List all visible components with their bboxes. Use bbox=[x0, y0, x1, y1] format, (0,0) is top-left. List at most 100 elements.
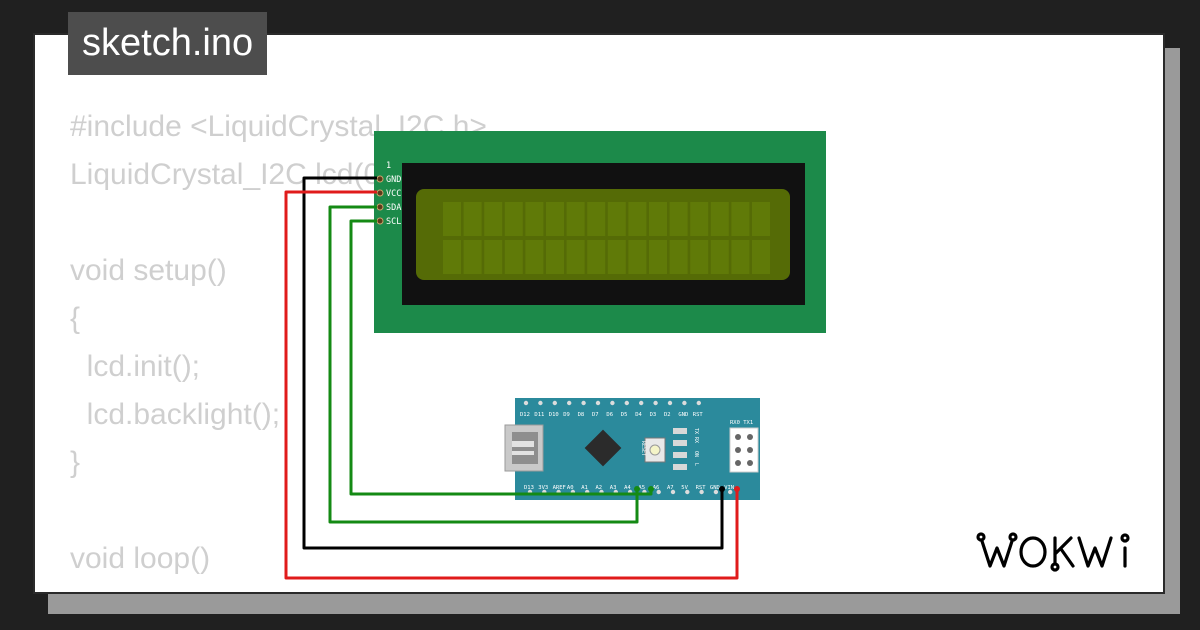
nano-pin[interactable] bbox=[595, 400, 601, 406]
nano-pin-label: A4 bbox=[624, 485, 631, 491]
lcd-cell bbox=[649, 240, 667, 274]
lcd-cell bbox=[669, 240, 688, 274]
nano-pin[interactable] bbox=[639, 400, 644, 406]
nano-pin-label: A1 bbox=[581, 485, 588, 491]
vcc-wire-end bbox=[734, 486, 740, 492]
nano-pin-label: D7 bbox=[592, 412, 599, 418]
nano-pin-label: RST bbox=[696, 485, 707, 491]
lcd-pin[interactable] bbox=[376, 203, 384, 211]
nano-pin[interactable] bbox=[670, 489, 676, 495]
code-line: void setup() bbox=[70, 254, 227, 287]
lcd-cell bbox=[463, 202, 482, 236]
nano-pin[interactable] bbox=[728, 489, 733, 495]
nano-pin[interactable] bbox=[696, 400, 701, 406]
lcd-cell bbox=[566, 240, 585, 274]
nano-pin[interactable] bbox=[682, 400, 687, 406]
nano-pin[interactable] bbox=[610, 400, 615, 406]
lcd-cell bbox=[628, 202, 647, 236]
lcd-cell bbox=[731, 240, 750, 274]
scl-wire[interactable] bbox=[349, 219, 653, 496]
nano-pin-label: A3 bbox=[610, 485, 617, 491]
lcd-cell bbox=[587, 202, 606, 236]
code-line: { bbox=[70, 583, 514, 592]
gnd-wire[interactable] bbox=[302, 176, 724, 550]
lcd-cell bbox=[463, 240, 482, 274]
nano-pin-label: D3 bbox=[650, 412, 657, 418]
icsp-header bbox=[729, 427, 759, 473]
lcd-cell bbox=[504, 240, 523, 274]
reset-button[interactable] bbox=[644, 437, 666, 463]
code-line: void loop() bbox=[70, 542, 211, 575]
usb-connector bbox=[504, 424, 544, 472]
lcd-cell bbox=[525, 202, 544, 236]
lcd-cell bbox=[752, 240, 770, 274]
lcd-cell bbox=[607, 202, 626, 236]
nano-pin[interactable] bbox=[713, 489, 719, 495]
lcd-pin-label: GND bbox=[386, 175, 401, 185]
scl-wire-end bbox=[648, 486, 654, 492]
lcd-cell bbox=[484, 202, 503, 236]
code-line: } bbox=[70, 446, 81, 479]
nano-pin-label: 3V3 bbox=[538, 485, 548, 491]
file-tab[interactable]: sketch.ino bbox=[68, 12, 268, 75]
status-leds bbox=[673, 428, 687, 470]
nano-pin-label: A7 bbox=[667, 485, 674, 491]
lcd-cell bbox=[752, 202, 770, 236]
lcd-cell bbox=[443, 240, 461, 274]
lcd-pin-label: SDA bbox=[386, 203, 401, 213]
nano-pin[interactable] bbox=[567, 400, 572, 406]
code-line: lcd.init(); bbox=[70, 350, 201, 383]
nano-pin-label: D4 bbox=[635, 412, 642, 418]
lcd-cell bbox=[710, 240, 729, 274]
gnd-wire-end bbox=[719, 486, 725, 492]
vcc-wire[interactable] bbox=[284, 190, 739, 580]
nano-pin[interactable] bbox=[685, 489, 690, 495]
sda-wire[interactable] bbox=[328, 205, 639, 524]
nano-pin[interactable] bbox=[523, 400, 529, 406]
wokwi-logo bbox=[976, 532, 1130, 572]
code-line: lcd.backlight(); bbox=[70, 398, 281, 431]
nano-pin-label: GND bbox=[710, 485, 720, 491]
nano-pin[interactable] bbox=[699, 489, 704, 495]
nano-pin-label: A2 bbox=[596, 485, 603, 491]
nano-pin-label: D9 bbox=[563, 412, 570, 418]
reset-label: RESET bbox=[640, 441, 646, 456]
lcd-cell bbox=[690, 202, 709, 236]
wires bbox=[284, 176, 740, 580]
lcd-cell bbox=[628, 240, 647, 274]
nano-pin[interactable] bbox=[538, 400, 543, 406]
lcd-character-cells bbox=[443, 202, 770, 274]
nano-pin-label: D5 bbox=[621, 412, 628, 418]
nano-pin-label: D2 bbox=[664, 412, 671, 418]
nano-pin-label: D11 bbox=[534, 412, 544, 418]
nano-pin-label: D8 bbox=[578, 412, 585, 418]
nano-pin[interactable] bbox=[581, 400, 586, 406]
lcd-pin[interactable] bbox=[376, 217, 384, 225]
nano-pin[interactable] bbox=[653, 400, 658, 406]
nano-pin-label: RST bbox=[693, 412, 704, 418]
microcontroller-chip bbox=[584, 429, 622, 467]
lcd-cell bbox=[607, 240, 626, 274]
lcd-pin-label: SCL bbox=[386, 217, 401, 227]
lcd-pin[interactable] bbox=[376, 189, 384, 197]
lcd-cell bbox=[690, 240, 709, 274]
lcd-cell bbox=[546, 240, 564, 274]
nano-board bbox=[515, 398, 760, 500]
lcd-cell bbox=[649, 202, 667, 236]
lcd-pin[interactable] bbox=[376, 175, 384, 183]
nano-pin[interactable] bbox=[624, 400, 629, 406]
nano-pin-label: D13 bbox=[524, 485, 534, 491]
nano-pin-label: 5V bbox=[681, 485, 688, 491]
nano-pin-label: D6 bbox=[606, 412, 613, 418]
nano-pin[interactable] bbox=[667, 400, 673, 406]
lcd-pin-label: VCC bbox=[386, 189, 401, 199]
nano-pin[interactable] bbox=[656, 489, 661, 495]
lcd-cell bbox=[587, 240, 606, 274]
lcd-cell bbox=[566, 202, 585, 236]
nano-pin[interactable] bbox=[552, 400, 557, 406]
nano-pin-label: D10 bbox=[549, 412, 559, 418]
